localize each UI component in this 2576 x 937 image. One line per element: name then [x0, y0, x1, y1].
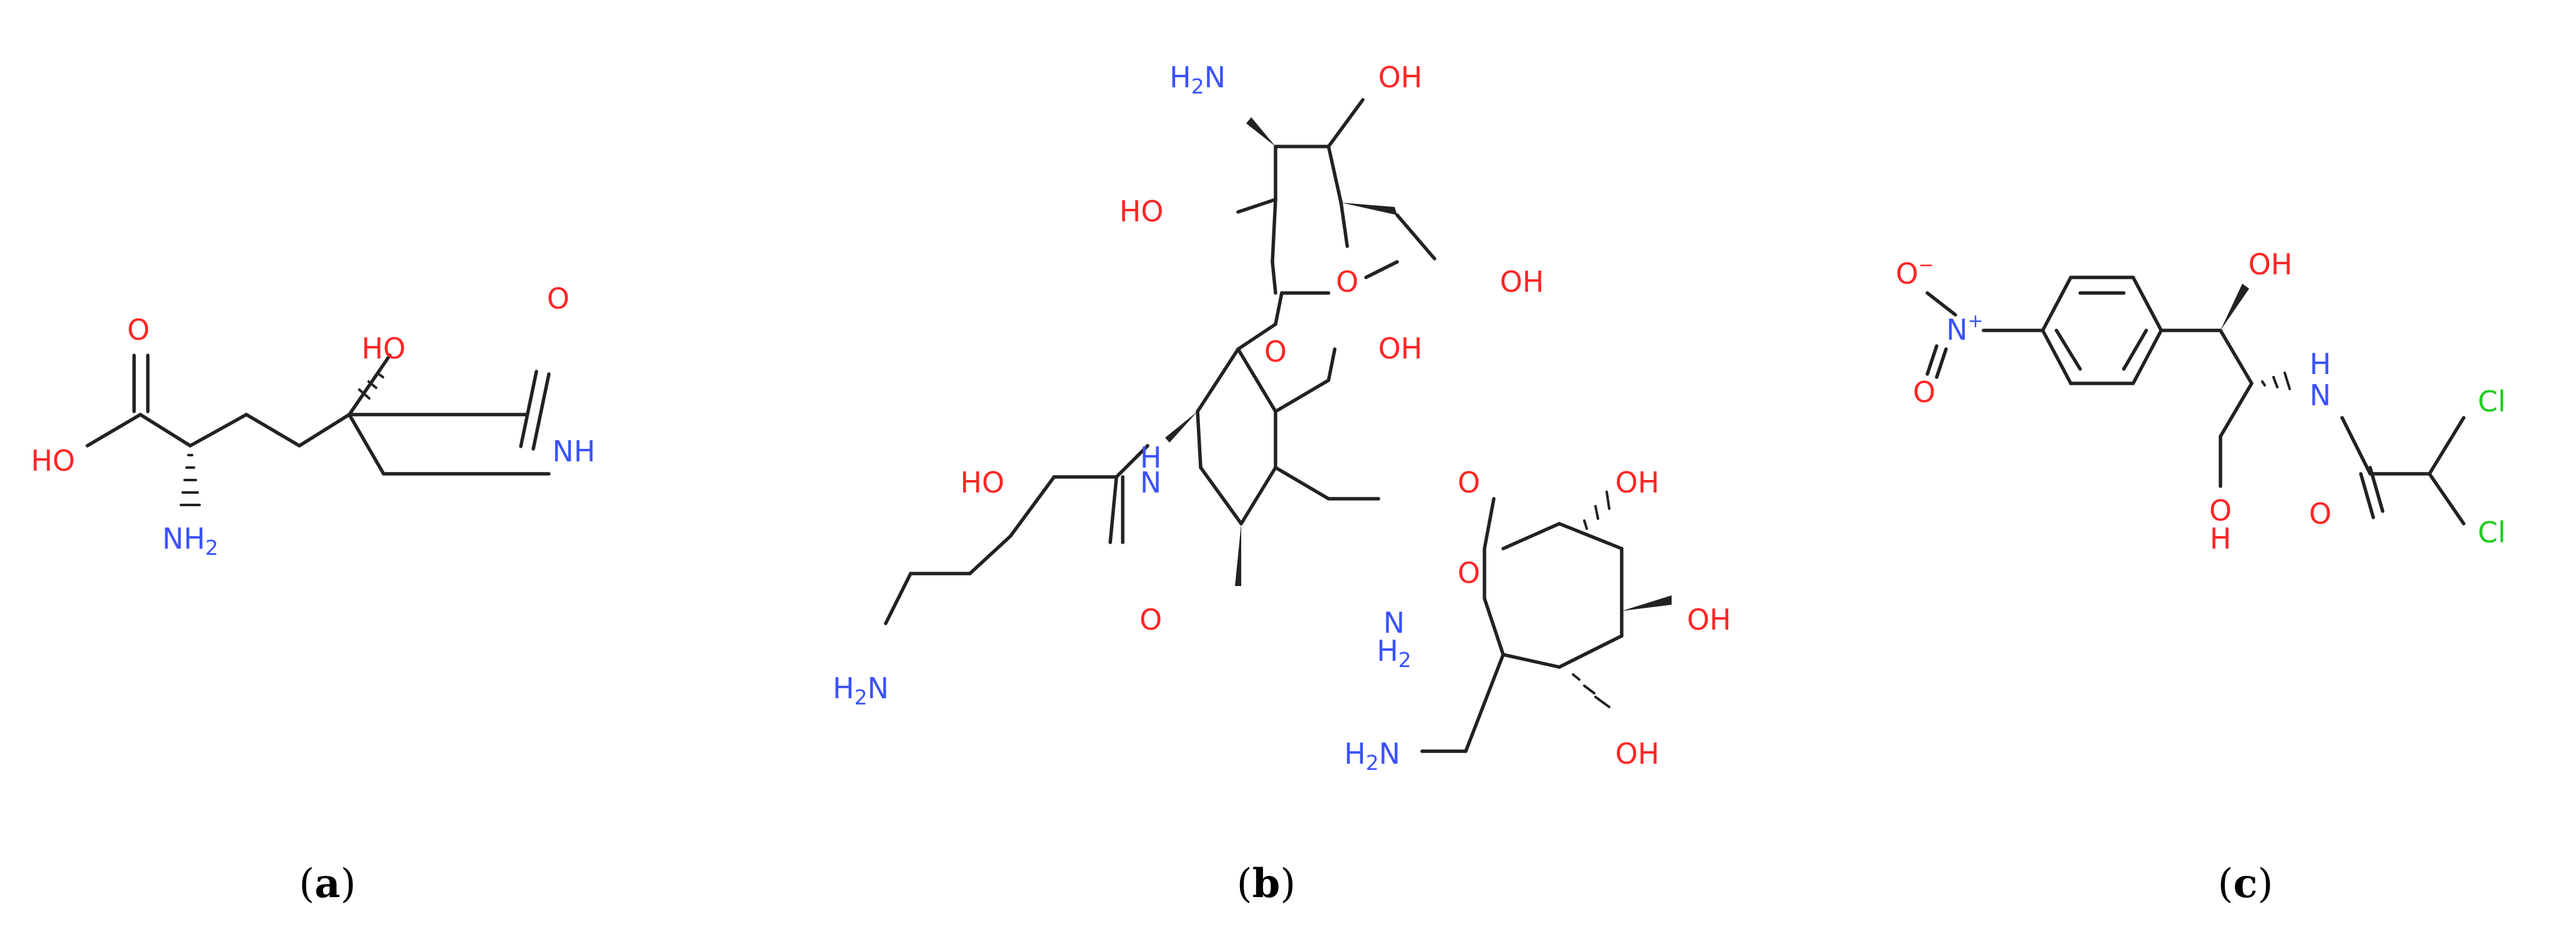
- atom-ho: HO: [31, 444, 75, 478]
- atom-h2n: H2N: [1344, 737, 1400, 775]
- atom-oh: OH: [1687, 603, 1731, 637]
- atom-o: O: [1264, 335, 1287, 368]
- atom-o: O: [1913, 375, 1935, 409]
- atom-oh: OH: [2249, 247, 2293, 281]
- atom-n: N: [1140, 466, 1161, 499]
- hash-bond-b2: [1583, 491, 1610, 530]
- molecule-b: H2N OH HO O OH O OH N H O HO OH O O OH N…: [833, 60, 1731, 775]
- atom-n: N: [2310, 378, 2331, 412]
- molecule-c: O− N+ O OH N H Cl Cl O O H: [1896, 247, 2506, 555]
- hash-bond-a: [180, 454, 201, 506]
- atom-o: O: [1458, 556, 1480, 590]
- atom-h2n: H2N: [833, 671, 889, 709]
- atom-o: O: [2209, 494, 2232, 527]
- hash-bond-c: [2261, 372, 2291, 390]
- atom-o: O: [127, 313, 150, 347]
- panel-label-c: (c): [2217, 860, 2273, 907]
- atom-h2: H2: [1377, 634, 1411, 672]
- atom-h: H: [1140, 441, 1162, 474]
- atom-ho: HO: [362, 332, 406, 365]
- atom-oh: OH: [1615, 737, 1660, 771]
- atom-o: O: [547, 282, 569, 315]
- atom-nh: NH: [553, 435, 596, 468]
- atom-n: N: [1383, 606, 1405, 640]
- hash-bond-a2: [358, 372, 384, 400]
- panel-label-a: (a): [299, 860, 356, 907]
- atom-ho: HO: [961, 466, 1005, 499]
- atom-o: O: [1336, 265, 1358, 299]
- atom-o-minus: O−: [1896, 254, 1934, 291]
- atom-o: O: [1140, 603, 1162, 637]
- hash-bond-b: [1572, 673, 1610, 708]
- atom-nh2: NH2: [162, 522, 218, 560]
- atom-oh: OH: [1378, 332, 1423, 365]
- atom-h: H: [2210, 522, 2232, 555]
- atom-n-plus: N+: [1946, 310, 1983, 347]
- atom-o: O: [2309, 497, 2331, 531]
- panel-label-b: (b): [1236, 860, 1296, 907]
- atom-ho: HO: [1120, 195, 1164, 228]
- atom-cl: Cl: [2478, 516, 2506, 549]
- atom-o: O: [1458, 466, 1480, 499]
- atom-oh: OH: [1615, 466, 1660, 499]
- atom-h: H: [2310, 347, 2331, 381]
- atom-oh: OH: [1500, 265, 1544, 299]
- atom-h2n: H2N: [1169, 60, 1226, 99]
- atom-oh: OH: [1378, 60, 1423, 94]
- molecule-a: O O HO HO NH NH2: [31, 282, 596, 560]
- atom-cl: Cl: [2478, 385, 2506, 418]
